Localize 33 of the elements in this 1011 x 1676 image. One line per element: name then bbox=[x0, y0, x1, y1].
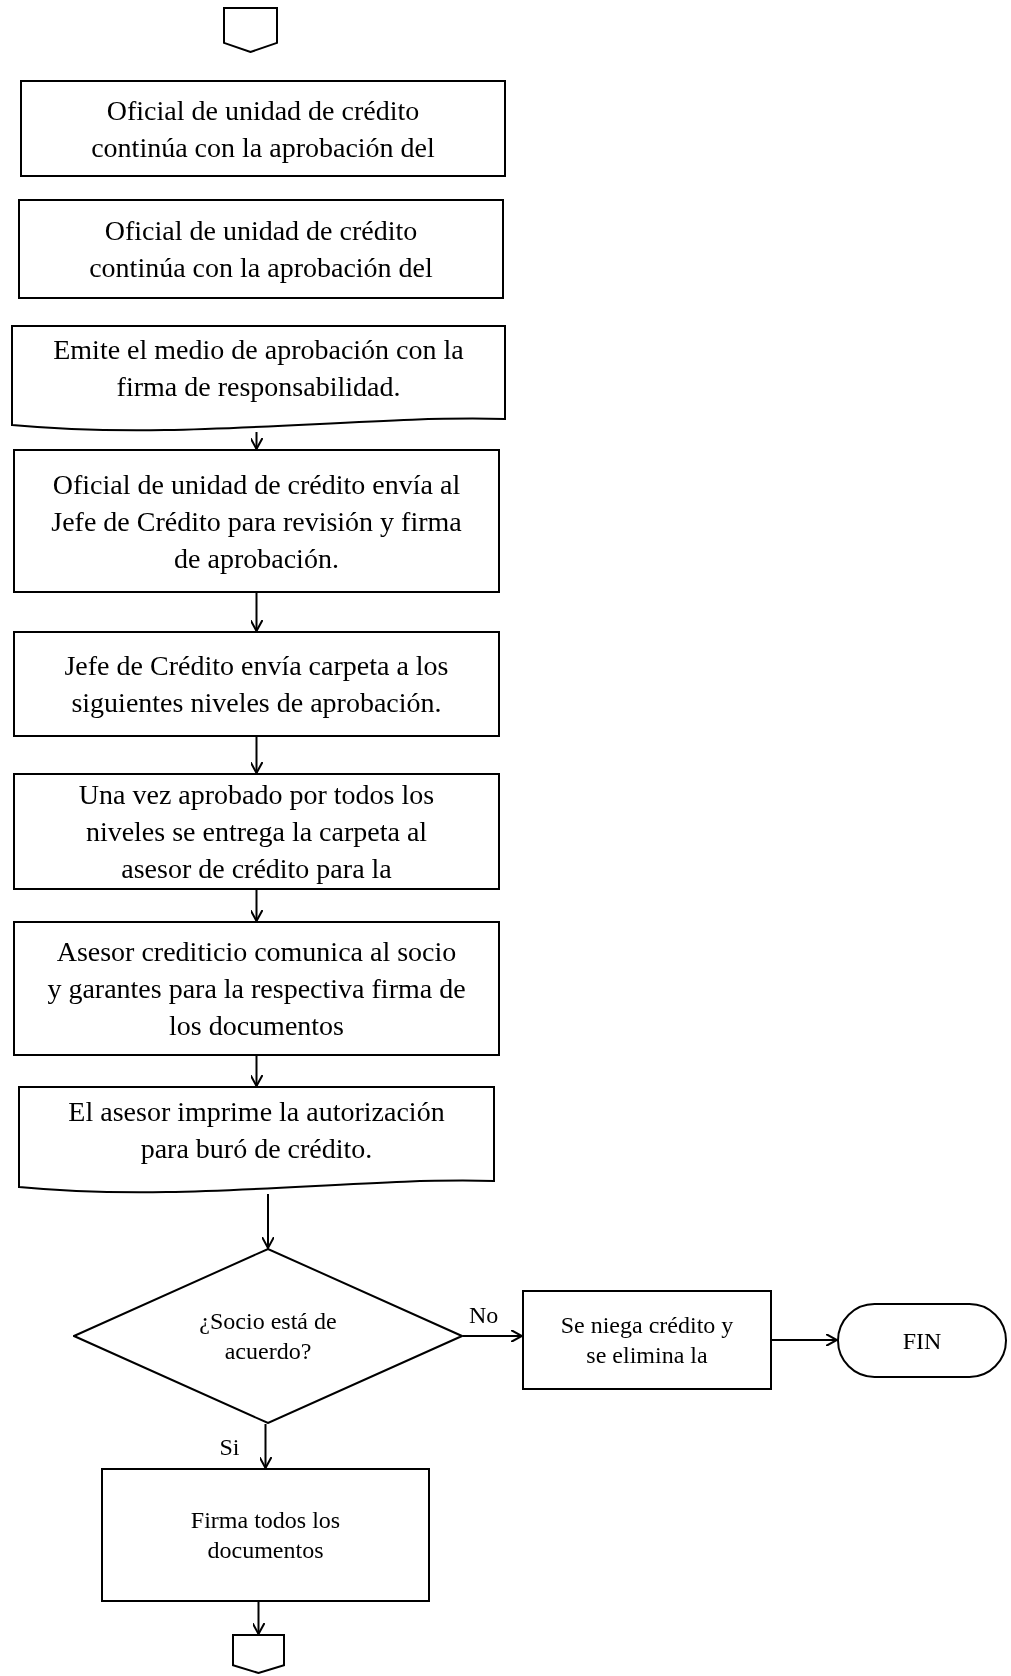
arrow bbox=[249, 431, 264, 450]
process-box bbox=[13, 631, 500, 737]
arrow bbox=[251, 1601, 266, 1635]
arrow bbox=[771, 1333, 838, 1347]
process-box bbox=[522, 1290, 772, 1390]
decision-diamond bbox=[73, 1248, 463, 1424]
node-text: Una vez aprobado por todos los niveles se entrega la carpeta al asesor de crédito para la bbox=[77, 778, 436, 886]
off-page-connector bbox=[232, 1634, 285, 1674]
node-text: Firma todos los documentos bbox=[189, 1506, 342, 1565]
process-box bbox=[13, 773, 500, 890]
node-text: Oficial de unidad de crédito continúa con la aprobación del bbox=[90, 93, 436, 165]
process-box bbox=[18, 199, 504, 299]
node-text: El asesor imprime la autorización para buró de crédito. bbox=[67, 1094, 446, 1166]
arrow bbox=[462, 1329, 523, 1343]
arrow bbox=[261, 1193, 275, 1249]
node-text: Oficial de unidad de crédito envía al Jefe de Crédito para revisión y firma de aprobación. bbox=[50, 467, 463, 576]
node-text: Se niega crédito y se elimina la bbox=[559, 1311, 735, 1370]
process-box bbox=[13, 921, 500, 1056]
arrow bbox=[249, 592, 264, 632]
arrow bbox=[249, 736, 264, 774]
process-box bbox=[20, 80, 506, 177]
off-page-connector bbox=[223, 7, 278, 53]
node-text: Asesor crediticio comunica al socio y garantes para la respectiva firma de los documentos bbox=[46, 935, 467, 1043]
process-box bbox=[101, 1468, 430, 1602]
arrow bbox=[249, 1055, 264, 1087]
node-text: ¿Socio está de acuerdo? bbox=[198, 1307, 338, 1366]
node-text: Oficial de unidad de crédito continúa con la aprobación del bbox=[88, 214, 434, 285]
arrow bbox=[249, 889, 264, 922]
arrow bbox=[258, 1423, 273, 1469]
process-box bbox=[13, 449, 500, 593]
node-text: FIN bbox=[901, 1326, 943, 1356]
node-text: Emite el medio de aprobación con la firma de responsabilidad. bbox=[52, 333, 465, 404]
node-text: Jefe de Crédito envía carpeta a los siguientes niveles de aprobación. bbox=[63, 649, 450, 720]
